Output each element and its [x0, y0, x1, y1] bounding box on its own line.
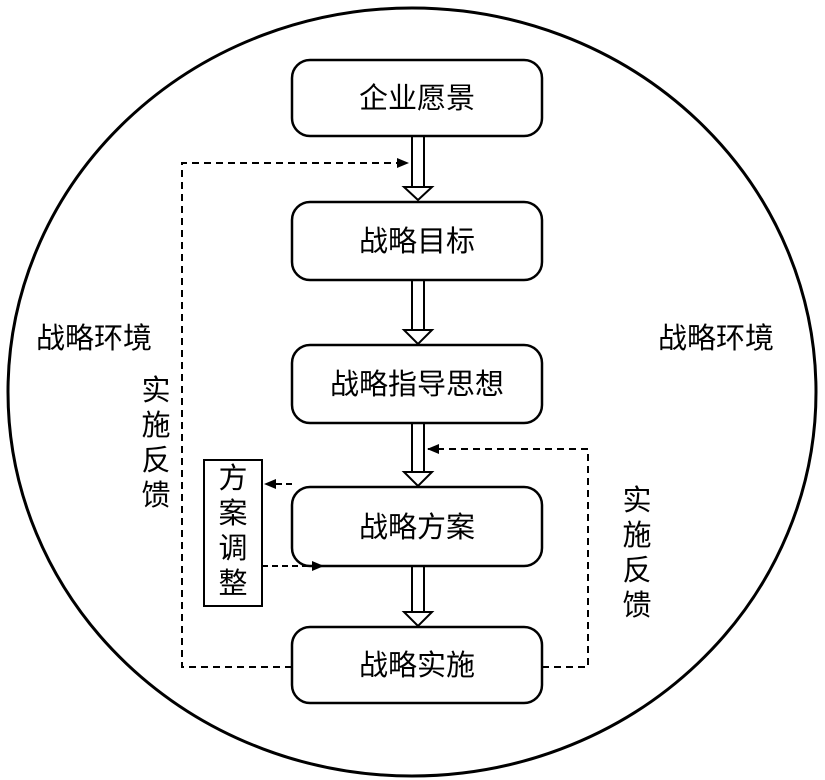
feedback-left-char-3: 反 — [141, 443, 170, 477]
environment-label-left: 战略环境 — [36, 321, 152, 355]
arrow-guiding-to-plan — [401, 422, 435, 488]
feedback-right-char-3: 反 — [622, 553, 651, 587]
environment-label-right: 战略环境 — [658, 321, 774, 355]
feedback-loop-left — [181, 158, 409, 668]
node-implement-label: 战略实施 — [359, 648, 475, 682]
feedback-right-char-2: 施 — [622, 518, 651, 552]
node-plan-label: 战略方案 — [359, 510, 475, 544]
node-implement: 战略实施 — [290, 625, 544, 705]
arrow-plan-to-adjust — [264, 479, 292, 489]
feedback-left-char-2: 施 — [141, 408, 170, 442]
node-guiding: 战略指导思想 — [290, 343, 544, 425]
adjust-char-3: 调 — [218, 531, 247, 565]
node-guiding-label: 战略指导思想 — [330, 367, 504, 401]
arrow-goal-to-guiding — [401, 280, 435, 346]
node-goal: 战略目标 — [290, 200, 544, 282]
arrow-adjust-to-plan — [262, 561, 324, 571]
node-goal-label: 战略目标 — [359, 224, 475, 258]
node-vision-label: 企业愿景 — [359, 81, 475, 115]
node-vision: 企业愿景 — [290, 58, 544, 138]
environment-circle — [6, 6, 818, 778]
arrow-plan-to-implement — [401, 566, 435, 628]
feedback-left-char-4: 馈 — [141, 478, 170, 512]
node-plan: 战略方案 — [290, 485, 544, 568]
adjust-char-2: 案 — [218, 496, 247, 530]
feedback-right-char-4: 馈 — [622, 588, 651, 622]
adjust-char-1: 方 — [218, 461, 247, 495]
adjust-char-4: 整 — [218, 566, 247, 600]
feedback-label-left: 实 施 反 馈 — [141, 373, 170, 512]
arrow-vision-to-goal — [401, 136, 435, 202]
adjust-box: 方 案 调 整 — [203, 459, 263, 607]
feedback-left-char-1: 实 — [141, 373, 170, 407]
feedback-label-right: 实 施 反 馈 — [622, 483, 651, 622]
feedback-right-char-1: 实 — [622, 483, 651, 517]
